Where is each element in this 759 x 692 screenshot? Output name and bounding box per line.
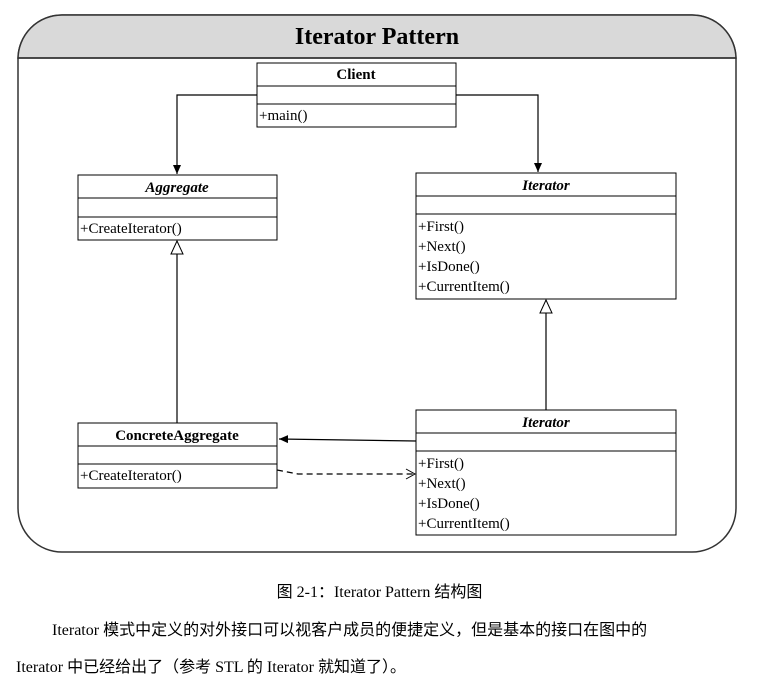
class-client: Client +main() [256, 62, 457, 128]
association-client-iterator [456, 94, 542, 172]
association-client-aggregate [173, 94, 257, 174]
class-method: +IsDone() [418, 259, 480, 275]
diagram-title: Iterator Pattern [295, 24, 459, 50]
paragraph-line-1: Iterator 模式中定义的对外接口可以视客户成员的便捷定义，但是基本的接口在… [52, 622, 648, 639]
class-name: Aggregate [144, 180, 209, 196]
figure-caption: 图 2-1：Iterator Pattern 结构图 [276, 584, 483, 601]
class-method: +Next() [418, 239, 466, 255]
class-method: +CreateIterator() [80, 468, 182, 484]
class-method: +IsDone() [418, 496, 480, 512]
paragraph-line-2: Iterator 中已经给出了（参考 STL 的 Iterator 就知道了）。 [16, 659, 407, 676]
class-name: ConcreteAggregate [115, 428, 239, 444]
dependency-create-iterator [276, 468, 417, 480]
class-concrete-iterator: Iterator +First() +Next() +IsDone() +Cur… [415, 409, 677, 536]
class-concrete-aggregate: ConcreteAggregate +CreateIterator() [77, 422, 278, 489]
class-name: Client [336, 67, 375, 83]
association-iterator-aggregate [278, 435, 417, 444]
class-name: Iterator [521, 178, 570, 194]
diagram-title-bar [17, 14, 737, 60]
class-name: Iterator [521, 415, 570, 431]
class-method: +Next() [418, 476, 466, 492]
iterator-pattern-diagram: Iterator Pattern Client +main() Aggregat… [17, 14, 737, 553]
class-method: +CreateIterator() [80, 221, 182, 237]
class-method: +First() [418, 219, 464, 235]
class-method: +main() [259, 108, 307, 124]
class-iterator: Iterator +First() +Next() +IsDone() +Cur… [415, 172, 677, 300]
class-method: +CurrentItem() [418, 516, 510, 532]
class-method: +First() [418, 456, 464, 472]
class-aggregate: Aggregate +CreateIterator() [77, 174, 278, 241]
class-method: +CurrentItem() [418, 279, 510, 295]
